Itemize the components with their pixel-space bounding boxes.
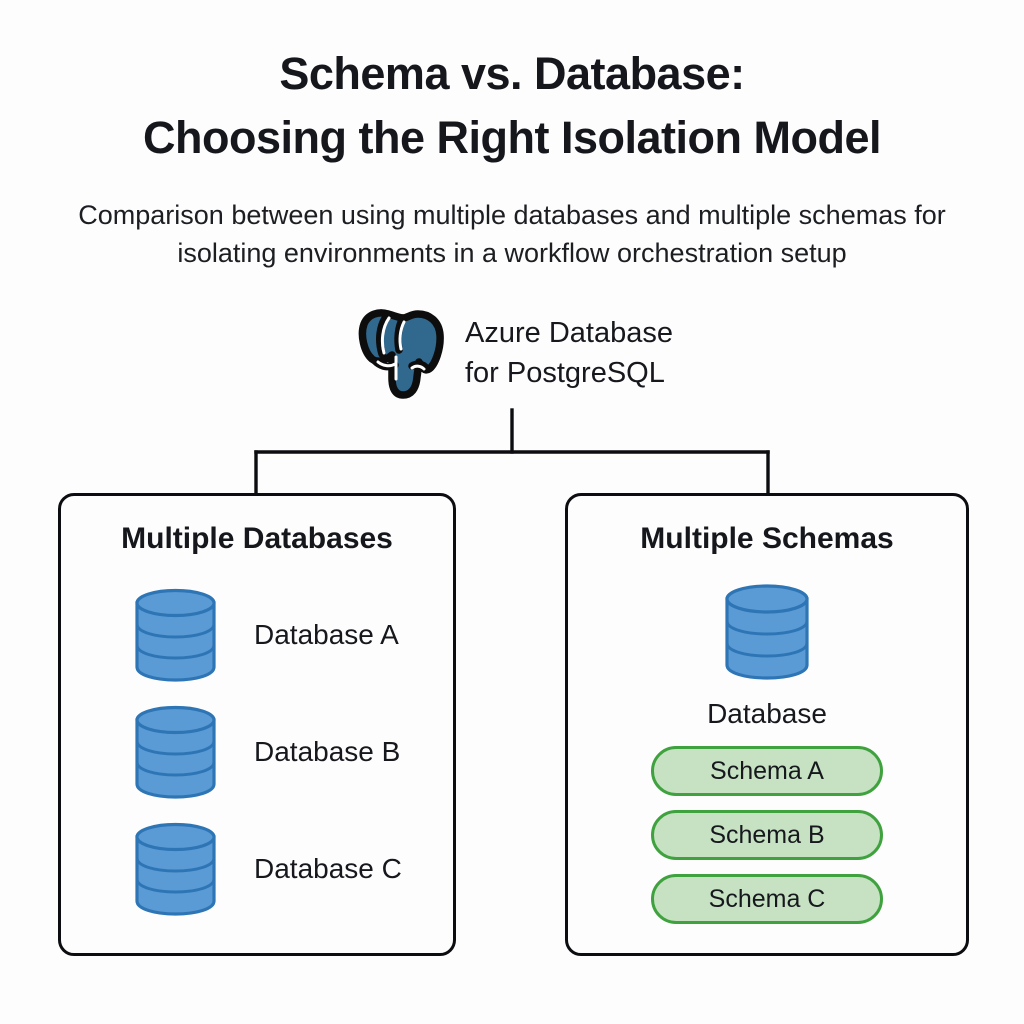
postgresql-elephant-icon <box>358 309 444 399</box>
page-subtitle: Comparison between using multiple databa… <box>0 196 1024 273</box>
azure-postgresql-brand: Azure Database for PostgreSQL <box>355 303 700 403</box>
database-label: Database B <box>254 736 401 767</box>
database-cylinder-icon <box>135 705 216 799</box>
panel-heading-multiple-databases: Multiple Databases <box>121 522 393 555</box>
schema-list: Schema A Schema B Schema C <box>651 746 883 924</box>
schema-pill[interactable]: Schema C <box>651 874 883 924</box>
database-list: Database A Database B <box>133 584 453 920</box>
database-label: Database <box>707 698 827 729</box>
subtitle-line-2: isolating environments in a workflow orc… <box>177 238 847 269</box>
panel-heading-multiple-schemas: Multiple Schemas <box>640 522 894 555</box>
page-title: Schema vs. Database: Choosing the Right … <box>0 42 1024 170</box>
database-cylinder-icon <box>135 588 216 682</box>
schema-stack: Database Schema A Schema B Schema C <box>568 582 966 924</box>
schema-label: Schema C <box>708 884 826 913</box>
database-cylinder-icon <box>725 584 809 680</box>
brand-name-line-2: for PostgreSQL <box>465 357 665 389</box>
list-item[interactable]: Database B <box>133 701 453 803</box>
list-item[interactable]: Database A <box>133 584 453 686</box>
panel-multiple-schemas[interactable]: Multiple Schemas Database Schema A Sch <box>565 493 969 956</box>
schema-pill[interactable]: Schema A <box>651 746 883 796</box>
brand-name-line-1: Azure Database <box>465 316 673 349</box>
schema-label: Schema A <box>710 756 824 785</box>
title-line-2: Choosing the Right Isolation Model <box>143 111 881 163</box>
schema-pill[interactable]: Schema B <box>651 810 883 860</box>
panel-multiple-databases[interactable]: Multiple Databases Database A <box>58 493 456 956</box>
title-line-1: Schema vs. Database: <box>279 48 745 99</box>
brand-name: Azure Database for PostgreSQL <box>465 313 673 393</box>
subtitle-line-1: Comparison between using multiple databa… <box>78 200 946 230</box>
schema-label: Schema B <box>709 820 825 849</box>
database-cylinder-icon <box>135 822 216 916</box>
database-label: Database C <box>254 853 402 884</box>
list-item[interactable]: Database C <box>133 818 453 920</box>
database-label: Database A <box>254 619 399 650</box>
